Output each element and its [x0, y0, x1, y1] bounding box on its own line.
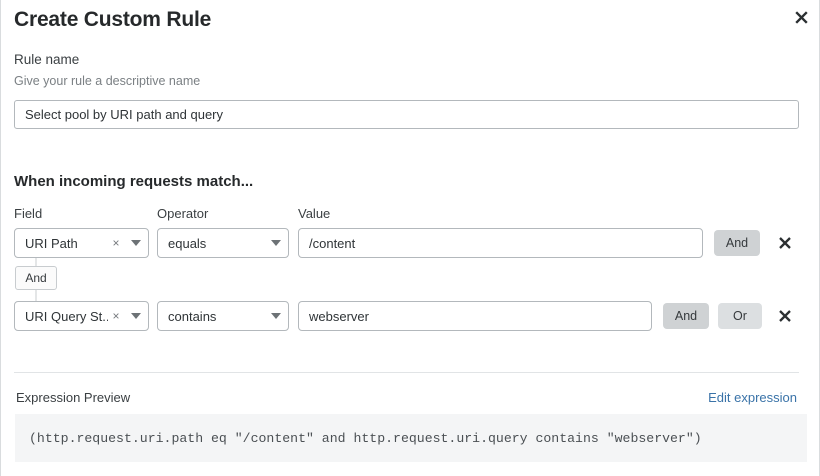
conditions-heading: When incoming requests match... — [14, 173, 254, 190]
expression-preview-code: (http.request.uri.path eq "/content" and… — [15, 414, 807, 462]
logic-and-button-row-2[interactable]: And — [663, 303, 709, 329]
field-select-row-2[interactable]: URI Query St... × — [14, 301, 149, 331]
edit-expression-link[interactable]: Edit expression — [708, 390, 797, 405]
field-clear-icon-row-1[interactable]: × — [112, 236, 120, 250]
remove-icon — [779, 237, 791, 249]
logic-and-button-row-1[interactable]: And — [714, 230, 760, 256]
field-select-value-row-1: URI Path — [25, 235, 78, 251]
field-select-row-1[interactable]: URI Path × — [14, 228, 149, 258]
chevron-down-icon-row-1-operator[interactable] — [264, 240, 288, 246]
chevron-down-icon-row-2-operator[interactable] — [264, 313, 288, 319]
field-select-value-row-2: URI Query St... — [25, 308, 108, 324]
column-header-field: Field — [14, 206, 43, 221]
operator-select-value-row-2: contains — [168, 308, 217, 324]
section-divider — [14, 372, 799, 373]
operator-select-row-2[interactable]: contains — [157, 301, 289, 331]
rule-name-input[interactable] — [14, 100, 799, 129]
condition-row: URI Path × equals And — [1, 228, 820, 258]
close-icon[interactable] — [790, 6, 812, 28]
column-header-value: Value — [298, 206, 331, 221]
value-input-row-1[interactable] — [298, 228, 703, 258]
logic-or-button-row-2[interactable]: Or — [718, 303, 762, 329]
chevron-down-icon-row-1-field[interactable] — [124, 240, 148, 246]
value-input-row-2[interactable] — [298, 301, 652, 331]
operator-select-row-1[interactable]: equals — [157, 228, 289, 258]
dialog-header: Create Custom Rule — [1, 0, 820, 44]
remove-icon — [779, 310, 791, 322]
dialog-title: Create Custom Rule — [14, 8, 212, 31]
operator-select-value-row-1: equals — [168, 235, 207, 251]
remove-condition-button-row-2[interactable] — [775, 306, 795, 326]
close-icon-glyph — [794, 10, 808, 24]
condition-row: URI Query St... × contains And Or — [1, 301, 820, 331]
chevron-down-icon-row-2-field[interactable] — [124, 313, 148, 319]
rule-name-label: Rule name — [14, 52, 80, 67]
connector-and-chip[interactable]: And — [15, 266, 57, 290]
column-header-operator: Operator — [157, 206, 209, 221]
field-clear-icon-row-2[interactable]: × — [112, 309, 120, 323]
rule-name-help-text: Give your rule a descriptive name — [14, 74, 201, 88]
expression-preview-label: Expression Preview — [16, 390, 131, 405]
remove-condition-button-row-1[interactable] — [775, 233, 795, 253]
